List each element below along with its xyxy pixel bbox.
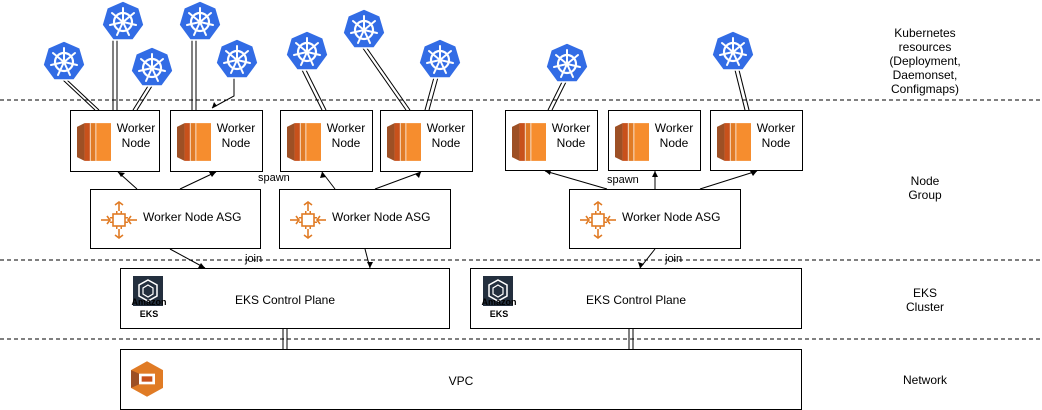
worker-node-asg[interactable]: Worker Node ASG <box>90 189 261 249</box>
eks-icon-text: Amazon <box>131 297 167 307</box>
kubernetes-icon <box>42 40 86 84</box>
kubernetes-icon <box>342 8 386 52</box>
kubernetes-icon <box>285 30 329 74</box>
vpc-label: VPC <box>448 374 474 388</box>
worker-node-label: Worker Node <box>551 121 591 150</box>
auto-scaling-icon <box>99 200 139 240</box>
eks-icon-text: EKS <box>489 309 509 319</box>
asg-label: Worker Node ASG <box>332 210 431 224</box>
ec2-instance-icon <box>387 120 421 164</box>
ec2-instance-icon <box>287 120 321 164</box>
amazon-eks-icon: Amazon EKS <box>131 276 167 322</box>
worker-node-label: Worker Node <box>654 121 694 150</box>
spawn-label: spawn <box>258 172 290 184</box>
eks-control-plane[interactable]: Amazon EKS EKS Control Plane <box>120 268 450 329</box>
worker-node[interactable]: Worker Node <box>505 110 598 171</box>
asg-label: Worker Node ASG <box>622 210 721 224</box>
worker-node-label: Worker Node <box>116 121 156 150</box>
worker-node-label: Worker Node <box>216 121 256 150</box>
worker-node-label: Worker Node <box>326 121 366 150</box>
eks-icon-text: EKS <box>139 309 159 319</box>
worker-node-label: Worker Node <box>756 121 796 150</box>
spawn-label: spawn <box>607 174 639 186</box>
vpc[interactable]: VPC <box>120 349 802 410</box>
ec2-instance-icon <box>717 120 751 164</box>
worker-node-asg[interactable]: Worker Node ASG <box>279 189 451 249</box>
control-plane-label: EKS Control Plane <box>234 293 336 307</box>
join-label: join <box>245 253 263 265</box>
eks-control-plane[interactable]: Amazon EKS EKS Control Plane <box>470 268 802 329</box>
worker-node[interactable]: Worker Node <box>70 110 160 172</box>
worker-node[interactable]: Worker Node <box>280 110 373 172</box>
auto-scaling-icon <box>288 200 328 240</box>
ec2-instance-icon <box>512 120 546 164</box>
worker-node[interactable]: Worker Node <box>710 110 803 171</box>
auto-scaling-icon <box>578 200 618 240</box>
worker-node-asg[interactable]: Worker Node ASG <box>569 189 741 249</box>
ec2-instance-icon <box>177 120 211 164</box>
layer-label-network: Network <box>902 373 947 387</box>
kubernetes-icon <box>711 30 755 74</box>
asg-label: Worker Node ASG <box>143 210 242 224</box>
eks-icon-text: Amazon <box>481 297 517 307</box>
worker-node[interactable]: Worker Node <box>380 110 473 172</box>
kubernetes-icon <box>101 0 145 44</box>
join-label: join <box>665 253 683 265</box>
kubernetes-icon <box>545 42 589 86</box>
kubernetes-icon <box>418 38 462 82</box>
ec2-instance-icon <box>615 120 649 164</box>
worker-node-label: Worker Node <box>426 121 466 150</box>
layer-label-eks-cluster: EKS Cluster <box>905 286 944 314</box>
worker-node[interactable]: Worker Node <box>608 110 701 171</box>
kubernetes-icon <box>130 46 174 90</box>
layer-label-node-group: Node Group <box>908 174 942 202</box>
layer-label-kubernetes: Kubernetes resources (Deployment, Daemon… <box>889 26 961 96</box>
kubernetes-icon <box>215 38 259 82</box>
control-plane-label: EKS Control Plane <box>585 293 687 307</box>
amazon-eks-icon: Amazon EKS <box>481 276 517 322</box>
worker-node[interactable]: Worker Node <box>170 110 263 172</box>
ec2-instance-icon <box>77 120 111 164</box>
